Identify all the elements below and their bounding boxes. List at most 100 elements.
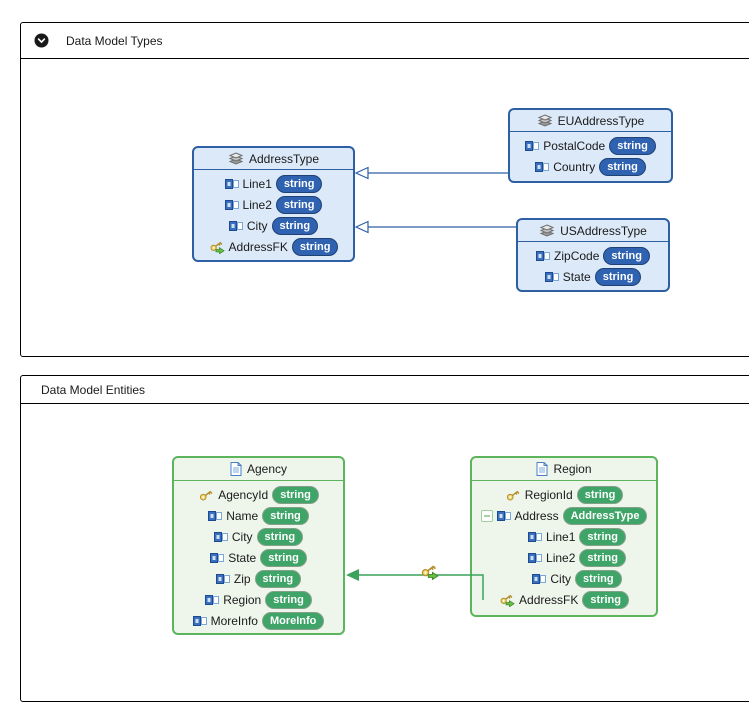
stack-icon (539, 224, 555, 237)
type-box-header[interactable]: USAddressType (518, 220, 668, 242)
field-name: Country (553, 159, 596, 174)
field-type-badge: string (265, 590, 312, 609)
document-icon (536, 462, 549, 476)
type-box-usaddresstype[interactable]: USAddressType ZipCode string State strin… (516, 218, 670, 292)
panel-header: Data Model Entities (21, 376, 749, 404)
field-row[interactable]: State string (174, 547, 343, 568)
field-row[interactable]: City string (174, 526, 343, 547)
field-type-badge: string (609, 136, 656, 155)
field-type-badge: string (262, 506, 309, 525)
element-icon (528, 531, 543, 542)
field-name: AgencyId (218, 487, 269, 502)
field-name: Line1 (546, 529, 576, 544)
field-name: MoreInfo (210, 613, 258, 628)
field-type-badge: string (599, 157, 646, 176)
field-type-badge: string (275, 174, 323, 193)
element-icon (536, 250, 551, 261)
field-type-badge: string (275, 195, 323, 214)
type-box-header[interactable]: AddressType (194, 148, 353, 170)
field-row[interactable]: AddressFK string (194, 236, 353, 257)
field-row[interactable]: Region string (174, 589, 343, 610)
key-arrow-icon (499, 592, 515, 607)
type-box-euaddresstype[interactable]: EUAddressType PostalCode string Country … (508, 108, 673, 183)
type-box-addresstype[interactable]: AddressType Line1 string Line2 string Ci… (192, 146, 355, 262)
field-name: City (246, 218, 268, 233)
field-row[interactable]: Country string (510, 156, 671, 177)
key-arrow-icon (209, 239, 225, 254)
field-name: State (228, 550, 257, 565)
element-icon (224, 199, 239, 210)
type-name: USAddressType (560, 223, 647, 238)
entity-box-agency[interactable]: Agency AgencyId string Name string City … (172, 456, 345, 635)
field-name: Address (514, 508, 559, 523)
stack-icon (228, 152, 244, 165)
field-name: ZipCode (554, 248, 600, 263)
field-row[interactable]: RegionId string (472, 484, 656, 505)
field-row[interactable]: Line2 string (472, 547, 656, 568)
field-type-badge: string (579, 548, 626, 567)
field-type-badge: string (576, 485, 624, 504)
field-name: AddressFK (519, 592, 579, 607)
document-icon (230, 462, 242, 476)
field-name: RegionId (524, 487, 573, 502)
element-icon (208, 510, 223, 521)
field-name: Line2 (546, 550, 576, 565)
entity-box-header[interactable]: Region (472, 458, 656, 481)
field-row[interactable]: Line1 string (194, 173, 353, 194)
field-row[interactable]: AgencyId string (174, 484, 343, 505)
element-icon (210, 552, 225, 563)
element-icon (228, 220, 243, 231)
field-row[interactable]: Address AddressType (472, 505, 656, 526)
field-name: Name (226, 508, 259, 523)
entity-box-header[interactable]: Agency (174, 458, 343, 481)
field-type-badge: string (594, 267, 642, 286)
chevron-down-circle-icon[interactable] (34, 33, 49, 48)
field-name: Region (223, 592, 262, 607)
field-row[interactable]: AddressFK string (472, 589, 656, 610)
field-type-badge: string (291, 237, 339, 256)
element-icon (544, 271, 559, 282)
stack-icon (537, 114, 553, 127)
element-icon (528, 552, 543, 563)
field-name: State (562, 269, 591, 284)
field-row[interactable]: Line2 string (194, 194, 353, 215)
key-arrow-icon[interactable] (420, 562, 439, 580)
panel-header: Data Model Types (21, 23, 749, 59)
field-row[interactable]: Zip string (174, 568, 343, 589)
field-type-badge: string (271, 216, 319, 235)
field-type-badge: string (254, 569, 302, 588)
panel-title: Data Model Entities (41, 382, 146, 397)
panel-title: Data Model Types (66, 33, 163, 48)
field-type-badge: string (256, 527, 304, 546)
entity-name: Agency (246, 462, 288, 476)
entity-name: Region (553, 462, 592, 476)
key-icon (505, 487, 521, 502)
element-icon (213, 531, 228, 542)
field-name: City (231, 529, 253, 544)
minus-box-icon[interactable] (480, 509, 493, 522)
field-row[interactable]: State string (518, 266, 668, 287)
field-row[interactable]: PostalCode string (510, 135, 671, 156)
field-type-badge: string (603, 246, 650, 265)
field-name: Line1 (242, 176, 272, 191)
element-icon (496, 510, 511, 521)
element-icon (192, 615, 207, 626)
entity-box-region[interactable]: Region RegionId string Address AddressTy… (470, 456, 658, 617)
field-type-badge: MoreInfo (261, 611, 325, 630)
field-row[interactable]: Name string (174, 505, 343, 526)
field-row[interactable]: Line1 string (472, 526, 656, 547)
field-row[interactable]: City string (194, 215, 353, 236)
panel-data-model-types: Data Model Types (20, 22, 749, 357)
field-name: Zip (233, 571, 251, 586)
field-row[interactable]: ZipCode string (518, 245, 668, 266)
field-type-badge: string (575, 569, 622, 588)
field-row[interactable]: MoreInfo MoreInfo (174, 610, 343, 631)
element-icon (205, 594, 220, 605)
field-name: PostalCode (543, 138, 606, 153)
field-type-badge: string (260, 548, 307, 567)
field-name: City (550, 571, 572, 586)
field-type-badge: string (579, 527, 626, 546)
type-box-header[interactable]: EUAddressType (510, 110, 671, 132)
field-row[interactable]: City string (472, 568, 656, 589)
